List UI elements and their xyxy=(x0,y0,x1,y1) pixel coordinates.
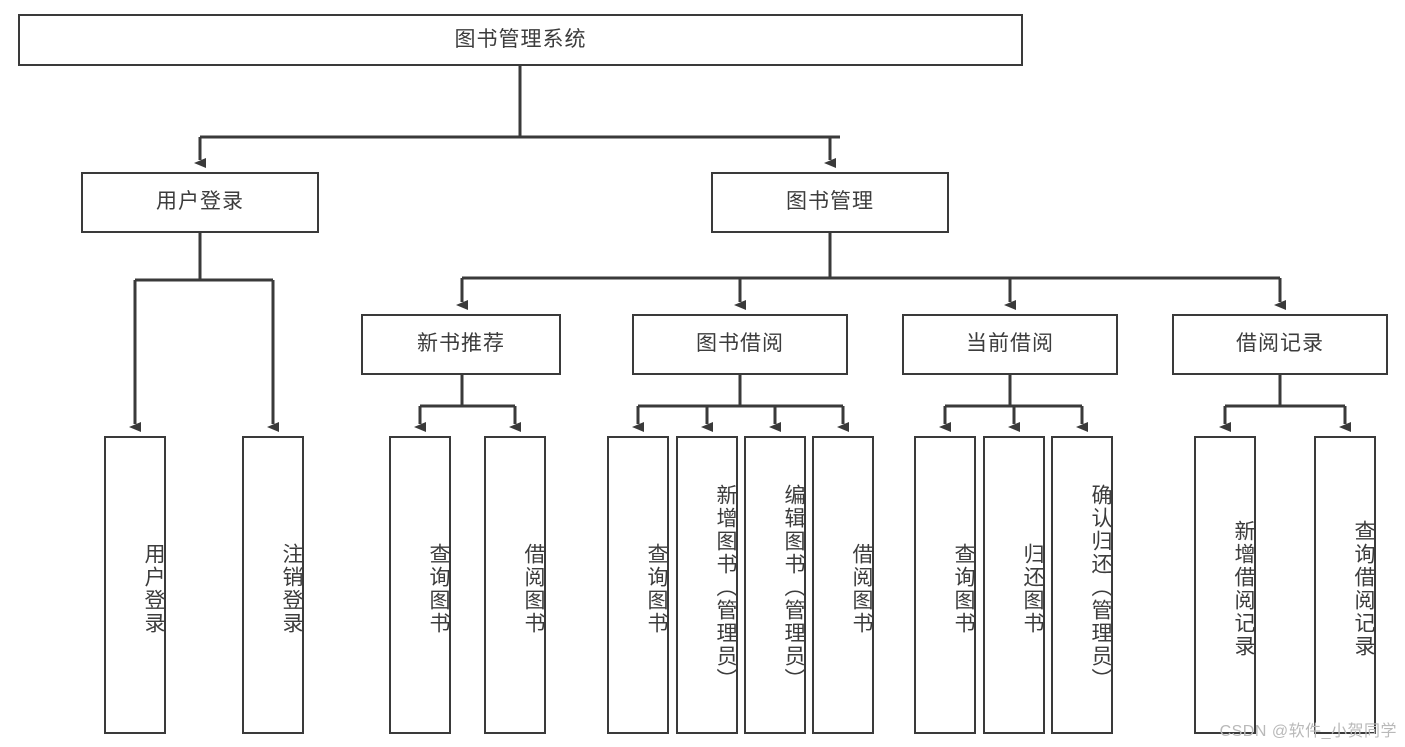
node-label: 图书管理系统 xyxy=(454,27,587,51)
leaf-edit-book-admin[interactable]: 编辑图书（管理员） xyxy=(744,436,806,734)
leaf-return-books[interactable]: 归还图书 xyxy=(983,436,1045,734)
leaf-logout[interactable]: 注销登录 xyxy=(242,436,304,734)
edge-group-records xyxy=(1219,375,1351,432)
edge-group-current-borrow xyxy=(939,375,1088,432)
edge-group-new-book xyxy=(414,375,521,432)
node-new-book-recommendation[interactable]: 新书推荐 xyxy=(361,314,561,375)
node-label: 新增图书（管理员） xyxy=(714,483,737,691)
node-label: 借阅图书 xyxy=(850,543,873,635)
node-label: 查询图书 xyxy=(645,543,668,635)
node-label: 归还图书 xyxy=(1021,543,1044,635)
watermark: CSDN @软件_小贺同学 xyxy=(1219,723,1397,740)
leaf-borrow-books-new[interactable]: 借阅图书 xyxy=(484,436,546,734)
leaf-query-books-new[interactable]: 查询图书 xyxy=(389,436,451,734)
node-user-login[interactable]: 用户登录 xyxy=(81,172,319,233)
node-root-system[interactable]: 图书管理系统 xyxy=(18,14,1023,66)
edge-group-borrow xyxy=(632,375,849,432)
node-label: 图书借阅 xyxy=(696,332,784,356)
node-label: 借阅图书 xyxy=(522,543,545,635)
node-label: 新书推荐 xyxy=(417,332,505,356)
edge-group-book-mgmt xyxy=(456,233,1286,310)
node-label: 查询图书 xyxy=(427,543,450,635)
node-label: 当前借阅 xyxy=(966,332,1054,356)
node-label: 查询借阅记录 xyxy=(1352,520,1375,658)
node-label: 借阅记录 xyxy=(1236,332,1324,356)
node-label: 用户登录 xyxy=(156,190,244,214)
node-borrowing-records[interactable]: 借阅记录 xyxy=(1172,314,1388,375)
node-label: 确认归还（管理员） xyxy=(1089,483,1112,691)
node-label: 注销登录 xyxy=(280,543,303,635)
node-label: 用户登录 xyxy=(142,543,165,635)
leaf-confirm-return-admin[interactable]: 确认归还（管理员） xyxy=(1051,436,1113,734)
node-book-borrowing[interactable]: 图书借阅 xyxy=(632,314,848,375)
edge-group-root xyxy=(194,66,840,168)
node-label: 新增借阅记录 xyxy=(1232,520,1255,658)
node-current-borrowing[interactable]: 当前借阅 xyxy=(902,314,1118,375)
node-book-management[interactable]: 图书管理 xyxy=(711,172,949,233)
node-label: 编辑图书（管理员） xyxy=(782,483,805,691)
leaf-query-borrow-record[interactable]: 查询借阅记录 xyxy=(1314,436,1376,734)
leaf-query-books-borrow[interactable]: 查询图书 xyxy=(607,436,669,734)
edge-group-user-login xyxy=(129,233,279,432)
leaf-user-login[interactable]: 用户登录 xyxy=(104,436,166,734)
node-label: 图书管理 xyxy=(786,190,874,214)
leaf-query-books-current[interactable]: 查询图书 xyxy=(914,436,976,734)
leaf-borrow-books[interactable]: 借阅图书 xyxy=(812,436,874,734)
leaf-add-book-admin[interactable]: 新增图书（管理员） xyxy=(676,436,738,734)
leaf-add-borrow-record[interactable]: 新增借阅记录 xyxy=(1194,436,1256,734)
node-label: 查询图书 xyxy=(952,543,975,635)
